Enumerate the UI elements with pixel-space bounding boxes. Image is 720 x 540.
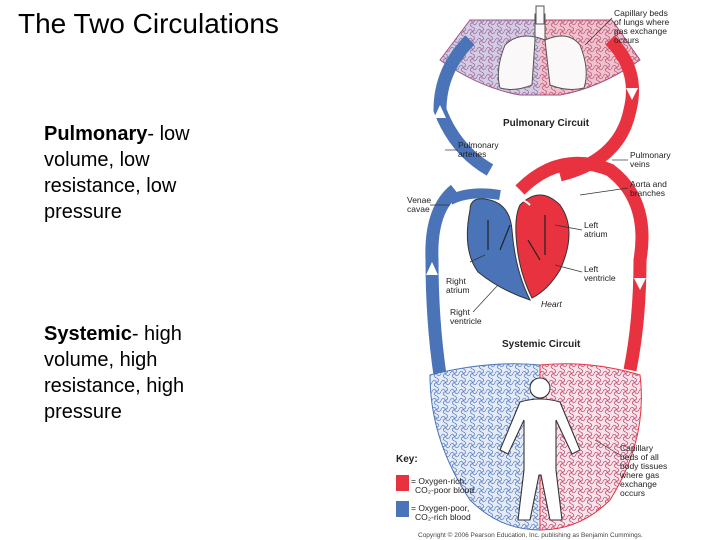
label-pulmonary-circuit: Pulmonary Circuit xyxy=(503,118,590,129)
circulation-diagram: Capillary beds of lungs where gas exchan… xyxy=(396,5,673,539)
label-aorta: Aorta and branches xyxy=(630,179,669,198)
aorta-vessel xyxy=(515,156,649,372)
label-venae-cavae: Venae cavae xyxy=(407,195,434,214)
label-right-atrium: Right atrium xyxy=(446,276,470,295)
systemic-description: Systemic- high volume, high resistance, … xyxy=(44,321,244,425)
key-oxygen-poor: = Oxygen-poor, CO₂-rich blood xyxy=(411,503,472,522)
pulmonary-description: Pulmonary- low volume, low resistance, l… xyxy=(44,121,244,225)
label-systemic-circuit: Systemic Circuit xyxy=(502,339,581,350)
systemic-details: - high volume, high resistance, high pre… xyxy=(44,323,185,423)
key-swatch-oxygen-poor xyxy=(396,501,409,517)
label-capillary-body: Capillary beds of all body tissues where… xyxy=(619,443,670,498)
label-capillary-lungs: Capillary beds of lungs where gas exchan… xyxy=(614,8,672,45)
heart xyxy=(466,194,570,301)
systemic-term: Systemic xyxy=(44,323,132,345)
key-swatch-oxygen-rich xyxy=(396,475,409,491)
copyright-notice: Copyright © 2006 Pearson Education, Inc.… xyxy=(418,531,643,539)
slide-title: The Two Circulations xyxy=(18,8,279,39)
pulmonary-term: Pulmonary xyxy=(44,123,148,145)
label-left-ventricle: Left ventricle xyxy=(584,264,616,283)
key-title: Key: xyxy=(396,454,418,465)
label-right-ventricle: Right ventricle xyxy=(450,307,482,326)
lungs xyxy=(497,5,587,90)
color-key: Key: = Oxygen-rich, CO₂-poor blood = Oxy… xyxy=(396,454,474,522)
leader-lines xyxy=(430,17,629,456)
label-pulmonary-arteries: Pulmonary arteries xyxy=(458,140,501,159)
venae-cavae-vessel xyxy=(425,184,460,376)
body-silhouette xyxy=(499,377,581,521)
label-left-atrium: Left atrium xyxy=(584,220,608,239)
body-capillary-bed xyxy=(429,363,642,531)
label-pulmonary-veins: Pulmonary veins xyxy=(630,150,673,169)
pulmonary-details: - low volume, low resistance, low pressu… xyxy=(44,123,190,223)
key-oxygen-rich: = Oxygen-rich, CO₂-poor blood xyxy=(411,476,474,495)
flow-arrows xyxy=(426,88,646,290)
label-heart: Heart xyxy=(541,299,562,309)
vena-cava-top xyxy=(447,188,501,205)
